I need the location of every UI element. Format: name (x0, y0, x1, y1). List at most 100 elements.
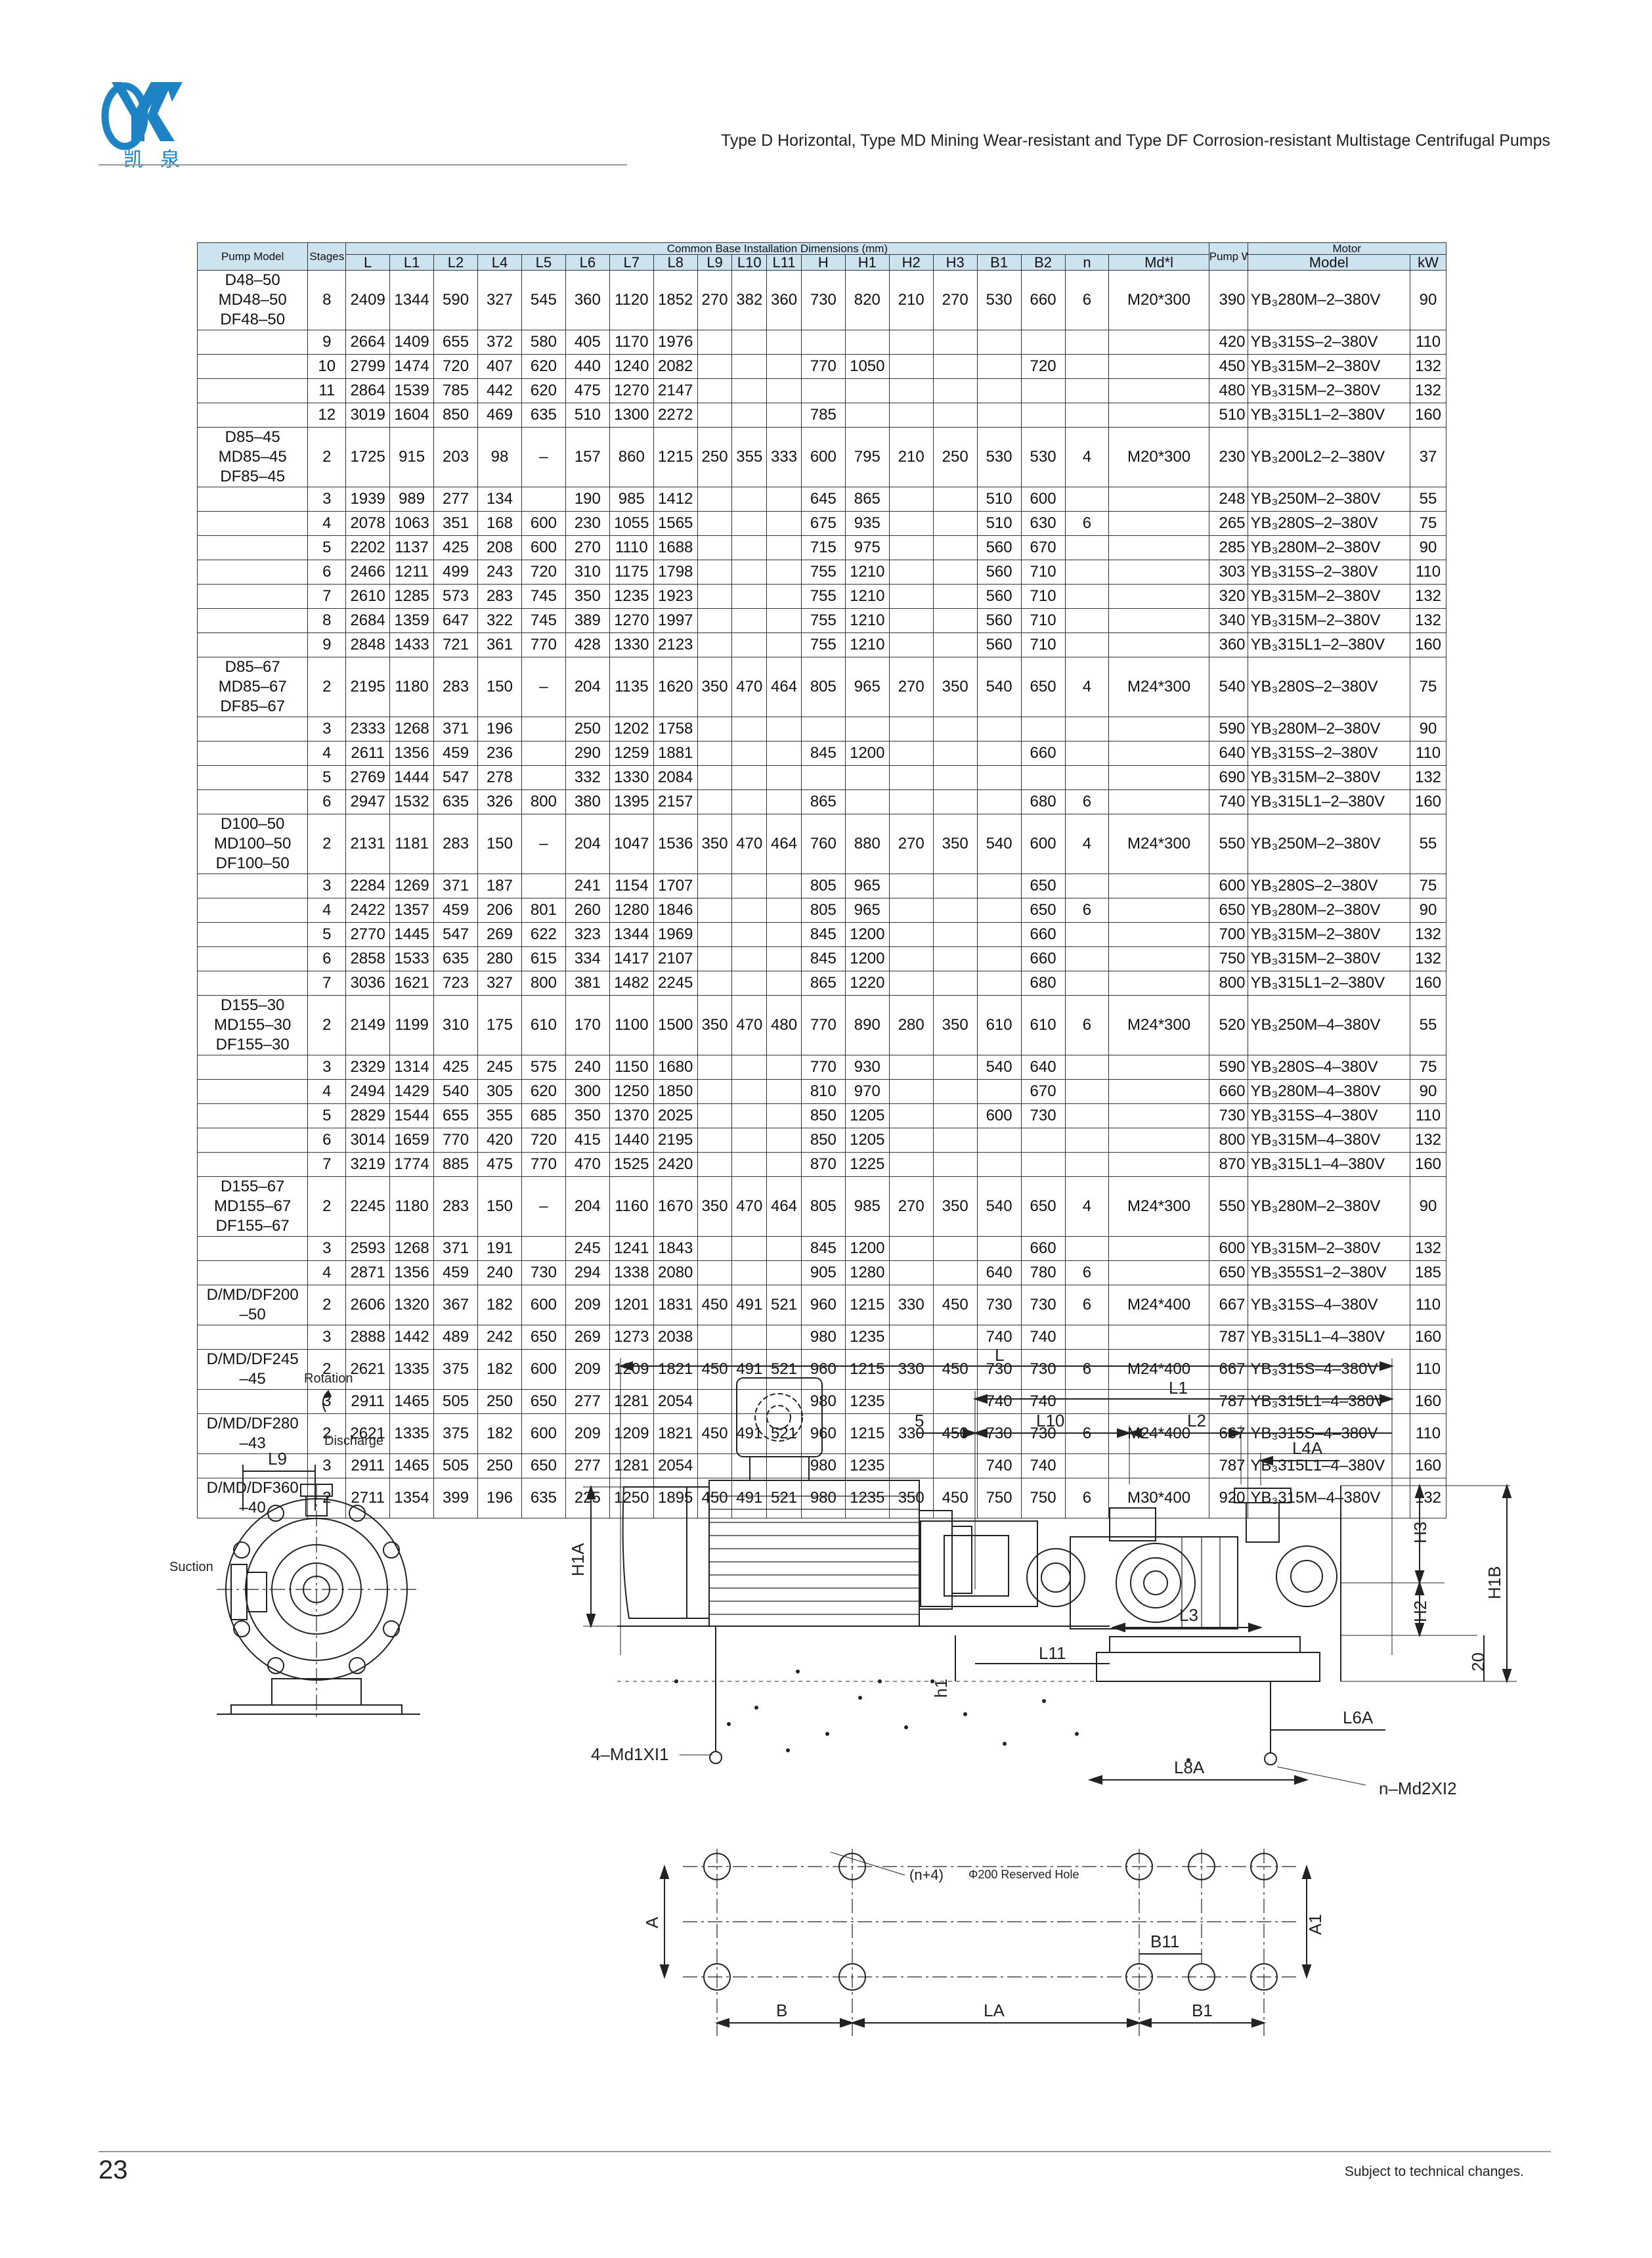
table-cell (697, 378, 733, 404)
table-cell: 660 (1020, 946, 1066, 972)
table-cell: 1621 (389, 971, 435, 996)
table-cell: 355 (731, 427, 768, 488)
table-cell: 371 (433, 874, 478, 899)
dim-l-label: L (995, 1345, 1004, 1365)
table-cell (888, 765, 934, 791)
table-cell (888, 922, 934, 948)
table-cell: 6 (1064, 1349, 1110, 1390)
table-cell (1108, 1079, 1209, 1105)
table-cell: 330 (888, 1349, 934, 1390)
dim-5-label: 5 (915, 1411, 924, 1430)
pump-model-cell: D85–67 MD85–67 DF85–67 (196, 657, 309, 718)
install-dims-header: Common Base Installation Dimensions (mm) (345, 242, 1209, 255)
table-cell: 600 (1020, 814, 1066, 875)
table-cell (1108, 535, 1209, 561)
table-cell: 2858 (345, 946, 391, 972)
table-cell: 530 (976, 427, 1022, 488)
pump-model-cell (196, 1128, 309, 1153)
table-cell: 805 (800, 657, 846, 718)
table-cell: 810 (800, 1079, 846, 1105)
table-cell: 1338 (609, 1260, 654, 1286)
table-cell: 1225 (844, 1152, 890, 1178)
table-cell: 350 (932, 814, 978, 875)
table-cell: 7 (307, 971, 347, 996)
table-cell: 1280 (844, 1260, 890, 1286)
table-cell (1108, 1236, 1209, 1262)
pump-model-cell (196, 898, 309, 923)
pump-model-cell: D155–67 MD155–67 DF155–67 (196, 1176, 309, 1237)
table-cell (976, 1079, 1022, 1105)
table-cell: 196 (477, 1478, 522, 1519)
table-cell: 6 (1064, 789, 1110, 815)
table-cell: 110 (1410, 560, 1446, 585)
dim-header-cell: L5 (521, 254, 566, 271)
table-cell: 2245 (345, 1176, 391, 1237)
table-cell: 1465 (389, 1453, 435, 1479)
pump-model-cell (196, 511, 309, 537)
table-cell (697, 1079, 733, 1105)
table-cell: 915 (389, 427, 435, 488)
table-cell: 1357 (389, 898, 435, 923)
table-cell: 132 (1410, 946, 1446, 972)
dim-b-label: B (776, 2001, 787, 2020)
table-cell: 90 (1410, 1079, 1446, 1105)
table-cell: 2 (307, 1285, 347, 1326)
table-cell: 475 (477, 1152, 522, 1178)
dim-header-cell: L9 (697, 254, 733, 271)
motor-model-cell: YB₃315M–2–380V (1247, 378, 1411, 404)
table-cell: 680 (1020, 789, 1066, 815)
table-cell (1108, 354, 1209, 380)
table-cell: 2 (307, 995, 347, 1056)
table-cell: 1344 (609, 922, 654, 948)
table-cell: 730 (1020, 1285, 1066, 1326)
table-cell: 243 (477, 560, 522, 585)
table-cell: 2 (307, 1349, 347, 1390)
table-cell: 110 (1410, 1413, 1446, 1455)
table-cell: 459 (433, 741, 478, 766)
table-cell: 800 (521, 789, 566, 815)
table-cell: 1210 (844, 608, 890, 634)
table-cell: 650 (1208, 898, 1248, 923)
table-cell (1108, 330, 1209, 355)
table-cell: 350 (932, 995, 978, 1056)
motor-model-cell: YB₃315M–2–380V (1247, 765, 1411, 791)
table-cell: 635 (433, 946, 478, 972)
table-cell: 1474 (389, 354, 435, 380)
table-cell: 2157 (653, 789, 698, 815)
dim-header-cell: L1 (389, 254, 435, 271)
motor-model-cell: YB₃315S–4–380V (1247, 1349, 1411, 1390)
table-cell: 132 (1410, 354, 1446, 380)
table-cell (976, 378, 1022, 404)
pump-model-cell (196, 1055, 309, 1080)
table-cell: 989 (389, 487, 435, 512)
table-cell (932, 330, 978, 355)
table-cell: 2 (307, 814, 347, 875)
table-cell: 1199 (389, 995, 435, 1056)
table-cell: 350 (697, 995, 733, 1056)
table-cell: 9 (307, 632, 347, 658)
dim-h1b-label: H1B (1485, 1566, 1504, 1599)
table-cell: 450 (697, 1285, 733, 1326)
table-cell: 1200 (844, 922, 890, 948)
motor-model-cell: YB₃280M–2–380V (1247, 898, 1411, 923)
footer-rule (98, 2151, 1551, 2152)
table-cell: 660 (1020, 922, 1066, 948)
table-cell: 2195 (345, 657, 391, 718)
table-cell: 805 (800, 898, 846, 923)
table-cell: 320 (1208, 584, 1248, 609)
table-cell: 1821 (653, 1413, 698, 1455)
table-cell (888, 535, 934, 561)
table-cell (1108, 403, 1209, 428)
dim-header-cell: L (345, 254, 391, 271)
motor-model-cell: YB₃315S–2–380V (1247, 330, 1411, 355)
table-cell: 1707 (653, 874, 698, 899)
table-cell (731, 765, 768, 791)
table-cell (1108, 584, 1209, 609)
table-cell: 721 (433, 632, 478, 658)
dim-header-cell: L10 (731, 254, 768, 271)
table-cell: 1335 (389, 1349, 435, 1390)
table-cell: – (521, 657, 566, 718)
